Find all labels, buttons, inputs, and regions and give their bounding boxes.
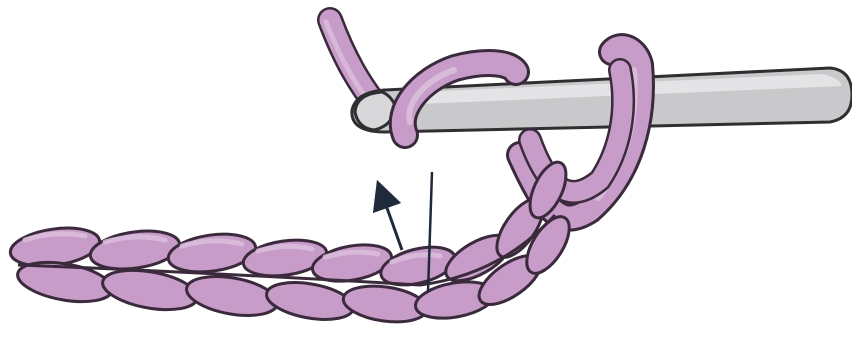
crochet-diagram: [0, 0, 852, 350]
diagram-canvas: [0, 0, 852, 350]
